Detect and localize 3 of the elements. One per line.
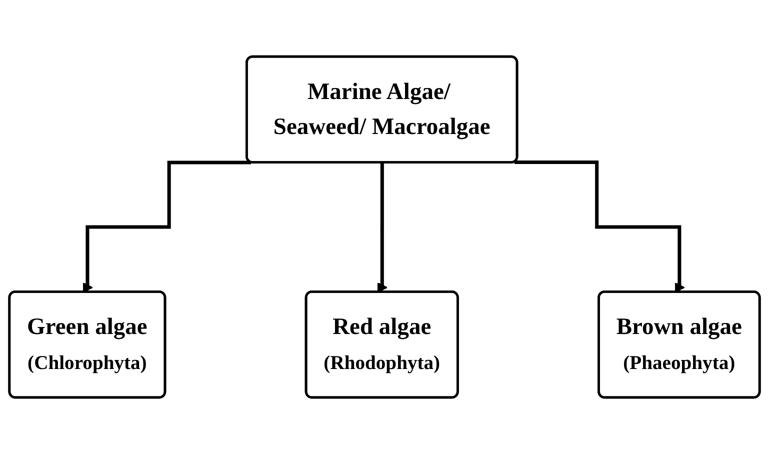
arrow [377, 161, 388, 293]
arrow [514, 160, 685, 293]
arrow [82, 160, 251, 293]
